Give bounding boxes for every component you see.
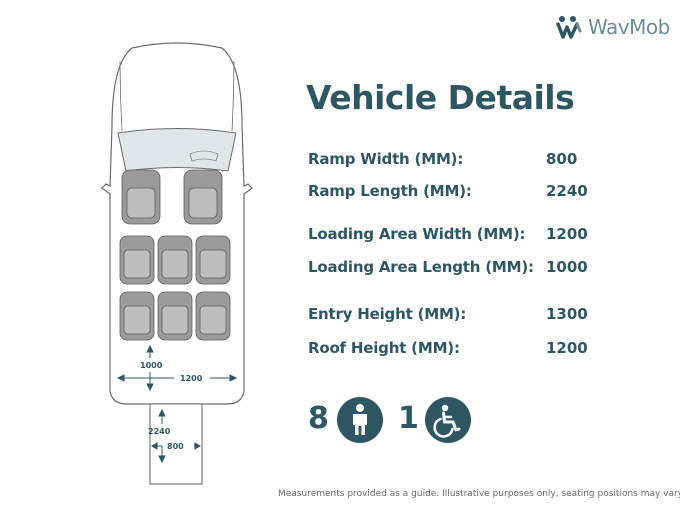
- spec-value-roof-height: 1200: [546, 339, 588, 357]
- windscreen: [117, 128, 237, 172]
- rear-seat-2: [157, 291, 193, 341]
- brand-name: WavMob: [588, 15, 670, 39]
- seated-count: 8: [308, 401, 329, 436]
- wheelchair-count: 1: [398, 401, 419, 436]
- disclaimer-footnote: Measurements provided as a guide. Illust…: [278, 489, 680, 499]
- middle-seat-3: [195, 235, 231, 285]
- spec-value-entry-height: 1300: [546, 305, 588, 323]
- spec-label-ramp-width: Ramp Width (MM):: [308, 150, 464, 168]
- front-seat-left: [121, 169, 161, 225]
- spec-value-ramp-length: 2240: [546, 182, 588, 200]
- loading-length-label: 1000: [140, 361, 163, 370]
- spec-value-loading-length: 1000: [546, 258, 588, 276]
- rear-seat-3: [195, 291, 231, 341]
- wavmob-logo-icon: [556, 16, 582, 39]
- ramp: [149, 403, 203, 485]
- loading-length-arrow-down: [146, 372, 154, 392]
- spec-label-loading-width: Loading Area Width (MM):: [308, 225, 526, 243]
- front-seat-right: [183, 169, 223, 225]
- middle-seat-1: [119, 235, 155, 285]
- vehicle-floorplan-diagram: 1000 1200 2240 800: [101, 42, 253, 485]
- loading-width-arrow: [116, 374, 238, 382]
- loading-length-arrow: [146, 344, 154, 358]
- spec-label-entry-height: Entry Height (MM):: [308, 305, 467, 323]
- person-icon: [337, 397, 383, 443]
- wheelchair-icon: [425, 397, 471, 443]
- spec-label-ramp-length: Ramp Length (MM):: [308, 182, 472, 200]
- spec-label-roof-height: Roof Height (MM):: [308, 339, 460, 357]
- ramp-width-arrow: [151, 442, 201, 450]
- spec-value-ramp-width: 800: [546, 150, 578, 168]
- ramp-length-label: 2240: [148, 427, 171, 436]
- page-title: Vehicle Details: [306, 78, 575, 117]
- brand-logo: WavMob: [556, 14, 670, 40]
- middle-seat-2: [157, 235, 193, 285]
- vehicle-outline: [101, 42, 253, 405]
- spec-value-loading-width: 1200: [546, 225, 588, 243]
- ramp-width-label: 800: [167, 442, 184, 451]
- rear-seat-1: [119, 291, 155, 341]
- ramp-length-arrow: [158, 408, 166, 464]
- loading-width-label: 1200: [180, 374, 203, 383]
- spec-label-loading-length: Loading Area Length (MM):: [308, 258, 534, 276]
